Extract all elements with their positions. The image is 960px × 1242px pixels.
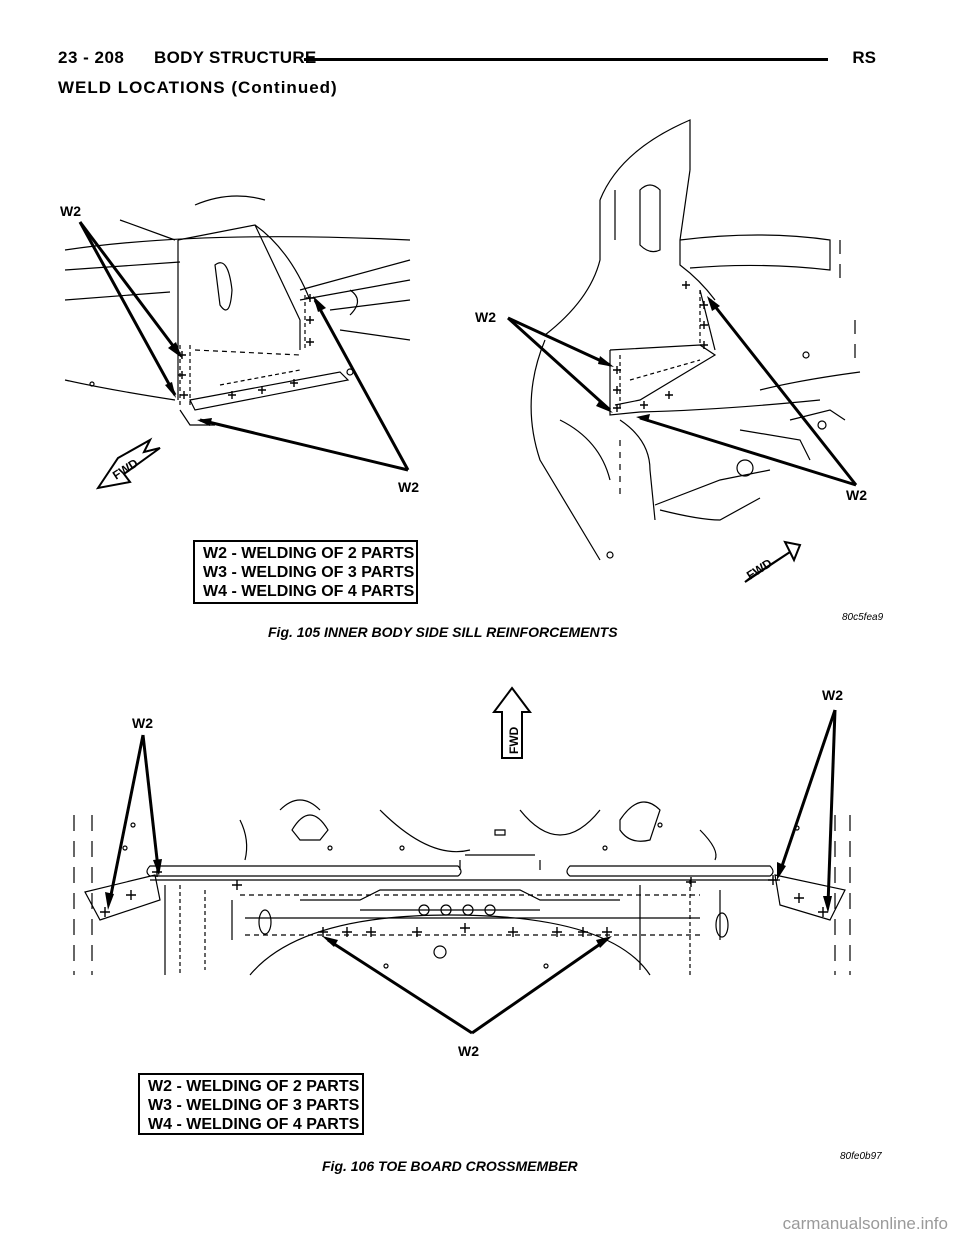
weld-label-w2: W2 <box>475 309 496 325</box>
svg-text:FWD: FWD <box>507 726 521 754</box>
legend-entry: W3 - WELDING OF 3 PARTS <box>203 564 415 581</box>
watermark: carmanualsonline.info <box>782 1214 948 1233</box>
figure-caption: Fig. 105 INNER BODY SIDE SILL REINFORCEM… <box>268 624 618 640</box>
legend-entry: W2 - WELDING OF 2 PARTS <box>148 1078 360 1095</box>
weld-legend: W2 - WELDING OF 2 PARTS W3 - WELDING OF … <box>193 540 418 604</box>
weld-label-w2: W2 <box>60 203 81 219</box>
figure-caption: Fig. 106 TOE BOARD CROSSMEMBER <box>322 1158 578 1174</box>
weld-label-w2: W2 <box>822 687 843 703</box>
legend-entry: W4 - WELDING OF 4 PARTS <box>203 583 415 600</box>
section-title: WELD LOCATIONS (Continued) <box>58 78 338 97</box>
figure-code: 80fe0b97 <box>840 1151 882 1162</box>
header-rule <box>304 58 828 61</box>
section-name: BODY STRUCTURE <box>154 48 317 67</box>
legend-entry: W4 - WELDING OF 4 PARTS <box>148 1116 360 1133</box>
fwd-arrow-icon: FWD <box>95 437 161 490</box>
legend-entry: W3 - WELDING OF 3 PARTS <box>148 1097 360 1114</box>
weld-label-w2: W2 <box>398 479 419 495</box>
weld-label-w2: W2 <box>132 715 153 731</box>
svg-text:FWD: FWD <box>744 556 775 583</box>
weld-label-w2: W2 <box>846 487 867 503</box>
page-header: 23 - 208 BODY STRUCTURE RS <box>58 46 876 74</box>
model-code: RS <box>852 48 876 67</box>
figure-code: 80c5fea9 <box>842 612 884 623</box>
fwd-arrow-icon: FWD <box>744 540 802 583</box>
weld-legend: W2 - WELDING OF 2 PARTS W3 - WELDING OF … <box>138 1073 364 1135</box>
figure-106-illustration: W2 W2 W2 FWD <box>73 686 851 1059</box>
figure-105-illustration: W2 W2 W2 W2 FWD FWD <box>60 119 867 583</box>
weld-label-w2: W2 <box>458 1043 479 1059</box>
legend-entry: W2 - WELDING OF 2 PARTS <box>203 545 415 562</box>
fwd-arrow-icon: FWD <box>492 686 532 759</box>
page-number: 23 - 208 <box>58 48 125 67</box>
